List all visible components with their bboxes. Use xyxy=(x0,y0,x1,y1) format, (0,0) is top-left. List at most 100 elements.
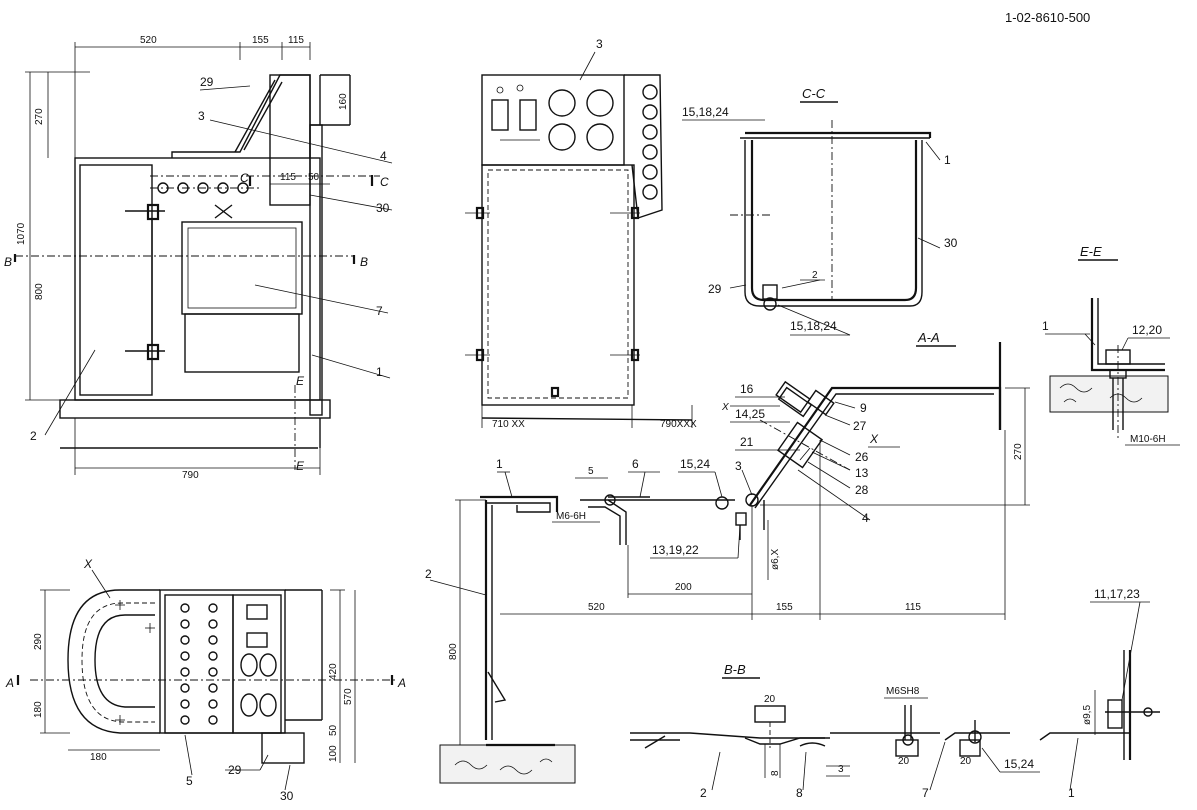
plan-dim-180-v: 180 xyxy=(33,701,44,718)
bb-dim-20-b: 20 xyxy=(898,756,910,767)
section-bb: B-B 20 8 3 20 20 ø9,5 xyxy=(630,587,1160,800)
aa-label-27: 27 xyxy=(853,419,867,433)
front-label-2: 2 xyxy=(30,429,37,443)
plan-dim-290: 290 xyxy=(33,633,44,650)
front-dim-1070: 1070 xyxy=(16,222,27,245)
front-mark-c-right: C xyxy=(380,175,389,189)
aa-dim-800: 800 xyxy=(448,643,459,660)
cc-label-29: 29 xyxy=(708,282,722,296)
aa-label-26: 26 xyxy=(855,450,869,464)
aa-label-9: 9 xyxy=(860,401,867,415)
front-dim-50: 50 xyxy=(308,172,320,183)
aa-dim-270: 270 xyxy=(1013,443,1024,460)
aa-mark-x: X xyxy=(869,432,879,446)
middle-view: 710 XX 790XXX 3 xyxy=(465,37,697,430)
aa-label-21: 21 xyxy=(740,435,754,449)
plan-dim-420: 420 xyxy=(328,663,339,680)
bb-label-2: 2 xyxy=(700,786,707,800)
plan-label-29: 29 xyxy=(228,763,242,777)
aa-thread: M6-6H xyxy=(556,511,586,522)
bb-label-11-17-23: 11,17,23 xyxy=(1094,587,1140,601)
bb-dim-8: 8 xyxy=(770,770,781,776)
section-ee-title: E-E xyxy=(1080,244,1102,259)
front-view: 520 155 115 270 1070 800 160 xyxy=(4,35,393,481)
front-dim-155: 155 xyxy=(252,35,269,46)
ee-label-1: 1 xyxy=(1042,319,1049,333)
section-aa: A-A 200 520 155 xyxy=(425,330,1030,784)
cc-label-30: 30 xyxy=(944,236,958,250)
aa-label-14-25: 14,25 xyxy=(735,407,765,421)
aa-label-6: 6 xyxy=(632,457,639,471)
bb-thread: M6SH8 xyxy=(886,686,920,697)
front-label-30: 30 xyxy=(376,201,390,215)
bb-label-8: 8 xyxy=(796,786,803,800)
aa-dim-520: 520 xyxy=(588,602,605,613)
plan-mark-a-right: A xyxy=(397,676,406,690)
section-cc-title: C-C xyxy=(802,86,826,101)
front-dim-115-mid: 115 xyxy=(280,172,296,183)
aa-label-13: 13 xyxy=(855,466,869,480)
front-mark-b-left: B xyxy=(4,255,12,269)
plan-mark-a-left: A xyxy=(5,676,14,690)
cc-label-1: 1 xyxy=(944,153,951,167)
aa-label-13-19-22: 13,19,22 xyxy=(652,543,699,557)
bb-dim-95: ø9,5 xyxy=(1082,705,1093,725)
aa-label-1: 1 xyxy=(496,457,503,471)
cc-label-15-bottom: 15,18,24 xyxy=(790,319,837,333)
plan-view: A A X 290 180 180 420 570 50 100 5 29 30 xyxy=(5,557,406,803)
cc-weld-2: 2 xyxy=(812,270,818,281)
aa-dim-5: 5 xyxy=(588,466,594,477)
plan-mark-x: X xyxy=(83,557,93,571)
middle-dim-790: 790XXX xyxy=(660,419,697,430)
plan-dim-180-h: 180 xyxy=(90,752,107,763)
front-label-3: 3 xyxy=(198,109,205,123)
bb-dim-3: 3 xyxy=(838,764,844,775)
drawing-number: 1-02-8610-500 xyxy=(1005,10,1090,25)
middle-dim-710: 710 XX xyxy=(492,419,525,430)
plan-dim-570: 570 xyxy=(343,688,354,705)
section-aa-title: A-A xyxy=(917,330,940,345)
front-label-1: 1 xyxy=(376,365,383,379)
front-label-7: 7 xyxy=(376,304,383,318)
front-dim-520: 520 xyxy=(140,35,157,46)
bb-dim-20-c: 20 xyxy=(960,756,972,767)
aa-label-15-24: 15,24 xyxy=(680,457,710,471)
front-dim-790: 790 xyxy=(182,470,199,481)
ee-label-12-20: 12,20 xyxy=(1132,323,1162,337)
aa-dim-6: ø6,X xyxy=(770,549,781,570)
aa-label-28: 28 xyxy=(855,483,869,497)
section-ee: E-E 1 12,20 M10-6H xyxy=(1042,244,1180,446)
bb-label-7: 7 xyxy=(922,786,929,800)
aa-label-4: 4 xyxy=(862,511,869,525)
front-mark-b-right: B xyxy=(360,255,368,269)
bb-label-15-24: 15,24 xyxy=(1004,757,1034,771)
front-label-29: 29 xyxy=(200,75,214,89)
aa-dim-115: 115 xyxy=(905,602,921,613)
front-dim-160: 160 xyxy=(338,93,349,110)
bb-label-1: 1 xyxy=(1068,786,1075,800)
front-dim-800: 800 xyxy=(34,283,45,300)
section-cc: C-C 15,18,24 1 30 29 15,18,24 2 xyxy=(682,86,958,336)
section-bb-title: B-B xyxy=(724,662,746,677)
plan-dim-100: 100 xyxy=(328,745,339,762)
front-mark-e-bottom: E xyxy=(296,459,305,473)
aa-dim-155: 155 xyxy=(776,602,793,613)
plan-dim-50: 50 xyxy=(328,724,339,736)
front-mark-c-left: C xyxy=(240,171,249,185)
plan-label-5: 5 xyxy=(186,774,193,788)
front-dim-270: 270 xyxy=(34,108,45,125)
cc-label-15-top: 15,18,24 xyxy=(682,105,729,119)
aa-mark-x-left: X xyxy=(721,402,729,413)
front-mark-e-top: E xyxy=(296,374,305,388)
aa-label-16: 16 xyxy=(740,382,754,396)
aa-label-3: 3 xyxy=(735,459,742,473)
ee-thread: M10-6H xyxy=(1130,434,1166,445)
front-label-4: 4 xyxy=(380,149,387,163)
plan-label-30: 30 xyxy=(280,789,294,803)
front-dim-115-top: 115 xyxy=(288,35,304,46)
bb-dim-20-a: 20 xyxy=(764,694,776,705)
middle-label-3: 3 xyxy=(596,37,603,51)
aa-label-2: 2 xyxy=(425,567,432,581)
aa-dim-200: 200 xyxy=(675,582,692,593)
